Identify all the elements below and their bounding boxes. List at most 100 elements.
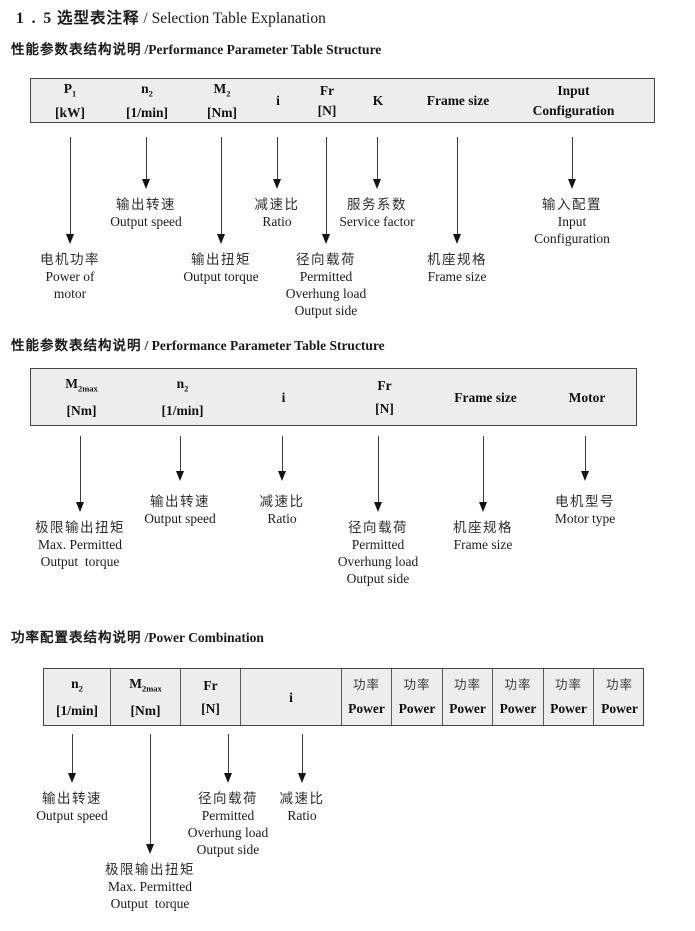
arrow-head-icon bbox=[146, 844, 154, 854]
arrow-stem bbox=[571, 137, 573, 179]
arrow-stem bbox=[584, 436, 586, 471]
arrow-head-icon bbox=[374, 502, 382, 512]
arrow-down-icon bbox=[374, 436, 383, 512]
column-label: Frame size bbox=[454, 389, 517, 405]
page-title-en: / Selection Table Explanation bbox=[143, 10, 326, 27]
callout-line: Permitted bbox=[351, 537, 405, 552]
arrow-down-icon bbox=[581, 436, 590, 481]
arrow-head-icon bbox=[142, 179, 150, 189]
arrow-down-icon bbox=[176, 436, 185, 481]
callout-line: 输出转速 bbox=[116, 197, 176, 212]
callout-line: 电机型号 bbox=[555, 494, 615, 509]
section-heading-en: /Performance Parameter Table Structure bbox=[144, 42, 382, 57]
column-label-line: Configuration bbox=[532, 102, 615, 118]
callout-line: 减速比 bbox=[259, 494, 305, 509]
column-header: P1[kW] bbox=[31, 79, 109, 122]
column-symbol: M2max bbox=[129, 676, 162, 697]
symbol-text: M bbox=[65, 375, 78, 391]
section-heading-zh: 性能参数表结构说明 bbox=[11, 338, 142, 353]
column-label: K bbox=[372, 93, 384, 108]
column-header: Fr [N] bbox=[181, 669, 241, 725]
column-label-en: Power bbox=[499, 701, 537, 717]
symbol-subscript: 2 bbox=[148, 89, 153, 100]
callout-line: 减速比 bbox=[254, 197, 300, 212]
arrow-down-icon bbox=[224, 734, 233, 783]
callout-line: 机座规格 bbox=[453, 520, 513, 535]
callout-line: Input bbox=[557, 214, 587, 229]
arrow-stem bbox=[227, 734, 229, 773]
callout-line: Output torque bbox=[110, 896, 190, 911]
column-label-zh: 功率 bbox=[504, 677, 532, 692]
column-unit: [N] bbox=[201, 701, 220, 717]
section-heading-en: / Performance Parameter Table Structure bbox=[144, 338, 385, 353]
arrow-head-icon bbox=[453, 234, 461, 244]
arrow-stem bbox=[145, 137, 147, 179]
callout-line: 机座规格 bbox=[427, 252, 487, 267]
column-label: i bbox=[276, 93, 280, 108]
column-symbol: n2 bbox=[177, 376, 189, 397]
callout-line: Permitted bbox=[201, 808, 255, 823]
symbol-text: n bbox=[141, 81, 149, 97]
column-unit: [1/min] bbox=[126, 104, 168, 120]
section-heading: 功率配置表结构说明/Power Combination bbox=[11, 626, 264, 646]
arrow-down-icon bbox=[479, 436, 488, 512]
column-label: i bbox=[281, 389, 286, 405]
column-symbol: n2 bbox=[71, 676, 83, 697]
arrow-head-icon bbox=[68, 773, 76, 783]
callout-line: Output speed bbox=[110, 214, 182, 229]
column-label: Frame size bbox=[426, 93, 490, 108]
column-symbol: P1 bbox=[64, 81, 77, 102]
symbol-text: Fr bbox=[203, 677, 218, 693]
column-unit: [1/min] bbox=[161, 403, 204, 419]
callout-line: 径向载荷 bbox=[295, 252, 356, 267]
column-label: Motor bbox=[568, 389, 606, 405]
callout-line: 减速比 bbox=[279, 791, 325, 806]
arrow-head-icon bbox=[76, 502, 84, 512]
arrow-head-icon bbox=[479, 502, 487, 512]
arrow-head-icon bbox=[224, 773, 232, 783]
arrow-stem bbox=[220, 137, 222, 234]
column-label-en: Power bbox=[601, 701, 638, 717]
callout-line: Output side bbox=[346, 571, 410, 586]
arrow-down-icon bbox=[278, 436, 287, 481]
column-label-zh: 功率 bbox=[453, 677, 481, 692]
arrow-down-icon bbox=[66, 137, 75, 244]
symbol-subscript: 2max bbox=[141, 683, 162, 694]
callout-label: 减速比 Ratio bbox=[280, 790, 325, 824]
column-symbol: M2max bbox=[65, 376, 98, 397]
column-unit: [1/min] bbox=[56, 703, 98, 719]
symbol-text: M bbox=[129, 675, 142, 691]
callout-line: Max. Permitted bbox=[108, 879, 192, 894]
column-header: Fr [N] bbox=[297, 79, 357, 122]
column-unit: [N] bbox=[317, 102, 337, 118]
callout-line: 径向载荷 bbox=[197, 791, 258, 806]
arrow-down-icon bbox=[453, 137, 462, 244]
section-heading-zh: 功率配置表结构说明 bbox=[11, 630, 142, 645]
column-symbol: n2 bbox=[141, 81, 153, 102]
arrow-down-icon bbox=[273, 137, 282, 189]
section-number: 1 . 5 bbox=[16, 10, 54, 27]
callout-line: Configuration bbox=[534, 231, 610, 246]
arrow-stem bbox=[456, 137, 458, 234]
symbol-text: M bbox=[213, 81, 227, 97]
callout-line: Ratio bbox=[287, 808, 317, 823]
section-heading: 性能参数表结构说明/Performance Parameter Table St… bbox=[11, 38, 381, 58]
symbol-text: n bbox=[71, 675, 79, 691]
column-header: 功率 Power bbox=[493, 669, 544, 725]
callout-line: Output speed bbox=[144, 511, 216, 526]
arrow-head-icon bbox=[278, 471, 286, 481]
callout-line: Permitted bbox=[299, 269, 353, 284]
symbol-text: Fr bbox=[319, 83, 335, 99]
column-label-zh: 功率 bbox=[403, 677, 431, 692]
